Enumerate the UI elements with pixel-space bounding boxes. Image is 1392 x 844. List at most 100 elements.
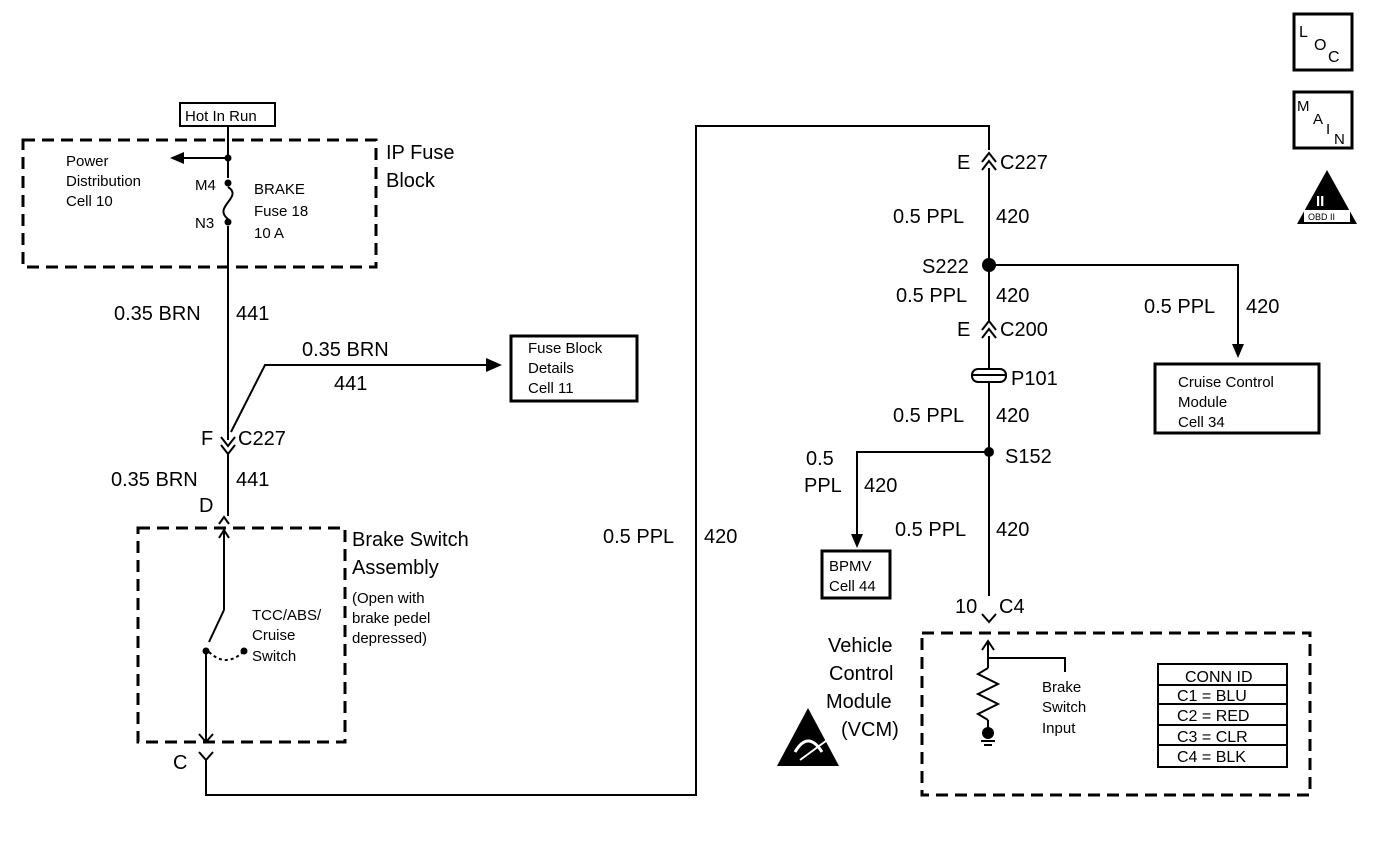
brake-switch-note-2: brake pedel (352, 610, 430, 627)
fuse-name: BRAKE (254, 181, 305, 198)
right-w1-size: 0.5 PPL (893, 206, 964, 228)
cruise-module-line3: Cell 34 (1178, 414, 1225, 431)
right-w3-size: 0.5 PPL (893, 405, 964, 427)
conn-id-table: CONN ID C1 = BLU C2 = RED C3 = CLR C4 = … (1157, 663, 1288, 768)
conn-id-title: CONN ID (1185, 669, 1253, 686)
connector-c227-left-icon (220, 436, 236, 448)
s222-label: S222 (922, 256, 969, 278)
power-distribution-label-2: Distribution (66, 173, 141, 190)
s152-label: S152 (1005, 446, 1052, 468)
cruise-control-module-box[interactable]: Cruise Control Module Cell 34 (1153, 362, 1321, 435)
wire-420-cruise (989, 264, 1239, 346)
vcm-title-3: Module (826, 691, 892, 713)
right-w4-size: 0.5 PPL (895, 519, 966, 541)
arrow-icon (170, 152, 184, 164)
middle-wire-size: 0.5 PPL (603, 526, 674, 548)
fuse-pin-m4 (224, 179, 232, 187)
arrow-icon (1232, 344, 1244, 358)
obd-icon-big: II (1316, 193, 1324, 210)
c200-name: C200 (1000, 319, 1048, 341)
fuse-icon (222, 186, 234, 220)
brake-switch-assembly-title: Brake Switch (352, 529, 469, 551)
wire-420-bpmv (856, 451, 989, 536)
ip-fuse-block-title: IP Fuse (386, 142, 455, 164)
connector-c227-right-icon (981, 151, 997, 163)
switch-motion-icon (208, 651, 244, 661)
brake-switch-assembly-title-2: Assembly (352, 557, 439, 579)
pin-c-label: C (173, 752, 187, 774)
switch-contact-icon (208, 609, 225, 643)
main-icon[interactable]: M A I N (1292, 90, 1354, 150)
ip-fuse-block-outline (21, 138, 378, 269)
main-icon-m: M (1297, 98, 1310, 115)
brake-switch-input-1: Brake (1042, 679, 1081, 696)
middle-wire-circuit: 420 (704, 526, 737, 548)
wire-441-size: 0.35 BRN (114, 303, 201, 325)
main-icon-i: I (1326, 121, 1330, 138)
power-distribution-label: Power (66, 153, 109, 170)
connector-c227-right-icon-2 (981, 159, 997, 171)
c227-left-pin: F (201, 428, 213, 450)
fuse-number: Fuse 18 (254, 203, 308, 220)
arrow-icon (486, 358, 502, 372)
conn-id-row: C1 = BLU (1177, 688, 1247, 705)
wire-441-lower-size: 0.35 BRN (111, 469, 198, 491)
vcm-title-2: Control (829, 663, 893, 685)
right-w1-circuit: 420 (996, 206, 1029, 228)
c227-right-pin: E (957, 152, 970, 174)
vcm-title-4: (VCM) (841, 719, 899, 741)
resistor-icon (975, 667, 1001, 721)
tcc-switch-line3: Switch (252, 648, 296, 665)
fuse-block-details-line2: Details (528, 360, 574, 377)
branch-wire-circuit: 441 (334, 373, 367, 395)
obd-ii-icon[interactable]: II OBD II (1297, 170, 1357, 224)
branch-wire-size: 0.35 BRN (302, 339, 389, 361)
bpmv-wire-size-2: PPL (804, 475, 842, 497)
fuse-pin-m4-label: M4 (195, 177, 216, 194)
cruise-wire-size: 0.5 PPL (1144, 296, 1215, 318)
right-w3-circuit: 420 (996, 405, 1029, 427)
cruise-wire-circuit: 420 (1246, 296, 1279, 318)
loc-icon[interactable]: L O C (1292, 12, 1354, 72)
brake-switch-input-2: Switch (1042, 699, 1086, 716)
fuse-pin-n3-label: N3 (195, 215, 214, 232)
brake-switch-assembly-outline (136, 526, 347, 744)
fuse-block-details-line3: Cell 11 (528, 380, 574, 397)
connector-d-icon (218, 515, 230, 525)
hot-in-run-box: Hot In Run (179, 102, 276, 127)
connector-c200-icon (981, 319, 997, 331)
loc-icon-l: L (1299, 24, 1308, 41)
wire-420-main (205, 125, 990, 796)
conn-id-row: C3 = CLR (1177, 729, 1248, 746)
conn-id-row: C4 = BLK (1177, 749, 1246, 766)
esd-warning-icon (777, 708, 839, 766)
right-w2-size: 0.5 PPL (896, 285, 967, 307)
arrow-down-icon (198, 733, 214, 744)
tcc-switch-line1: TCC/ABS/ (252, 607, 322, 624)
obd-icon-small: OBD II (1308, 212, 1335, 222)
switch-contact-dot (240, 647, 248, 655)
brake-switch-note-1: (Open with (352, 590, 425, 607)
vcm-title-1: Vehicle (828, 635, 893, 657)
c227-left-name: C227 (238, 428, 286, 450)
loc-icon-o: O (1314, 37, 1326, 54)
fuse-block-details-box[interactable]: Fuse Block Details Cell 11 (509, 334, 639, 403)
bpmv-line1: BPMV (829, 558, 872, 575)
fuse-rating: 10 A (254, 225, 284, 242)
bpmv-wire-circuit: 420 (864, 475, 897, 497)
hot-in-run-label: Hot In Run (185, 108, 257, 125)
brake-switch-note-3: depressed) (352, 630, 427, 647)
c4-name: C4 (999, 596, 1025, 618)
wire-441-lower-circuit: 441 (236, 469, 269, 491)
connector-c-icon (198, 751, 214, 762)
c227-right-name: C227 (1000, 152, 1048, 174)
right-w4-circuit: 420 (996, 519, 1029, 541)
power-distribution-link[interactable]: Cell 10 (66, 193, 113, 210)
cruise-module-line1: Cruise Control (1178, 374, 1274, 391)
loc-icon-c: C (1328, 49, 1340, 66)
bpmv-box[interactable]: BPMV Cell 44 (820, 549, 892, 600)
fuse-pin-n3 (224, 218, 232, 226)
vcm-outline (920, 631, 1312, 797)
tcc-switch-line2: Cruise (252, 627, 295, 644)
